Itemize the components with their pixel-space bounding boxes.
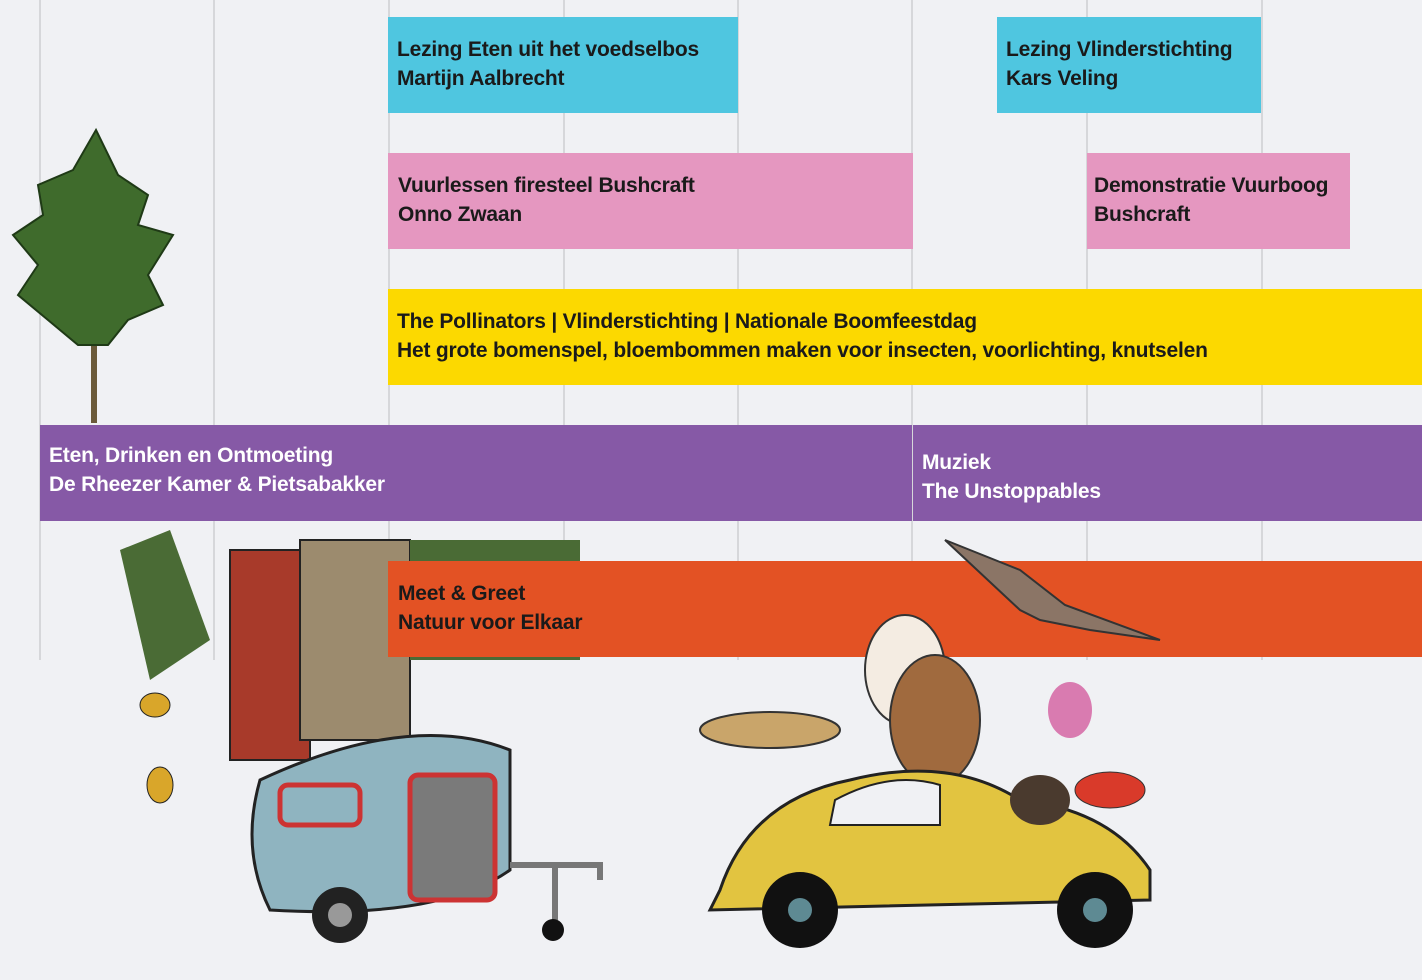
- event-title: The Pollinators | Vlinderstichting | Nat…: [397, 310, 977, 333]
- grid-line: [213, 0, 215, 660]
- event-title: Lezing Vlinderstichting: [1006, 38, 1233, 61]
- event-bow-drill-demo[interactable]: Demonstratie Vuurboog Bushcraft: [1087, 153, 1350, 249]
- event-subtitle: De Rheezer Kamer & Pietsabakker: [49, 473, 385, 496]
- event-subtitle: The Unstoppables: [922, 480, 1101, 503]
- event-title: Lezing Eten uit het voedselbos: [397, 38, 700, 61]
- car-illustration: [699, 539, 1161, 948]
- event-lecture-butterfly[interactable]: Lezing Vlinderstichting Kars Veling: [997, 17, 1261, 113]
- event-music[interactable]: Muziek The Unstoppables: [913, 425, 1422, 521]
- event-subtitle: Martijn Aalbrecht: [397, 67, 565, 90]
- event-title: Vuurlessen firesteel Bushcraft: [398, 174, 695, 197]
- event-title: Muziek: [922, 451, 991, 474]
- event-pollinators[interactable]: The Pollinators | Vlinderstichting | Nat…: [388, 289, 1422, 385]
- event-fire-lessons[interactable]: Vuurlessen firesteel Bushcraft Onno Zwaa…: [388, 153, 913, 249]
- event-title: Meet & Greet: [398, 582, 526, 605]
- tree-illustration: [11, 127, 175, 423]
- event-food-drink[interactable]: Eten, Drinken en Ontmoeting De Rheezer K…: [40, 425, 912, 521]
- event-subtitle: Het grote bomenspel, bloembommen maken v…: [397, 339, 1208, 362]
- event-subtitle: Onno Zwaan: [398, 203, 523, 226]
- event-lecture-food-forest[interactable]: Lezing Eten uit het voedselbos Martijn A…: [388, 17, 738, 113]
- event-title: Eten, Drinken en Ontmoeting: [49, 444, 333, 467]
- grid-line: [39, 0, 41, 660]
- event-subtitle: Bushcraft: [1094, 203, 1191, 226]
- event-subtitle: Natuur voor Elkaar: [398, 611, 583, 634]
- event-title: Demonstratie Vuurboog: [1094, 174, 1329, 197]
- event-subtitle: Kars Veling: [1006, 67, 1119, 90]
